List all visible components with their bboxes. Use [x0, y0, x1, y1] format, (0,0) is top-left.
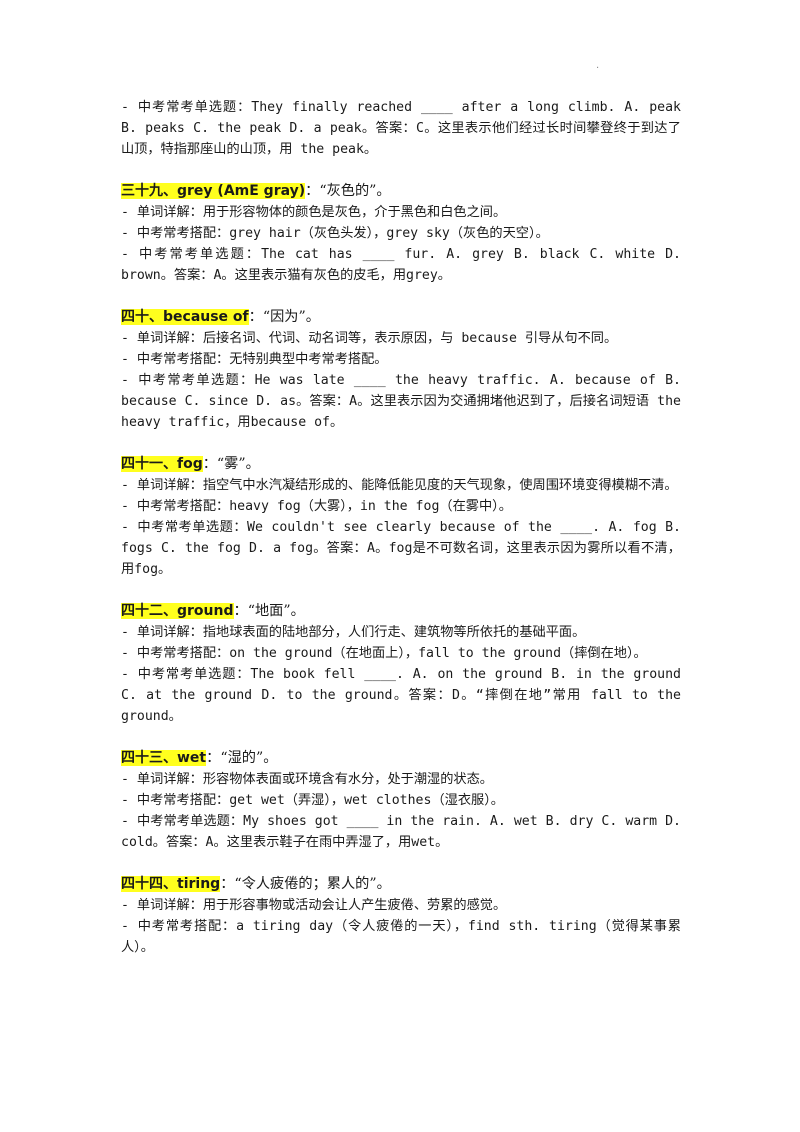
question-line: - 中考常考单选题：The cat has ____ fur. A. grey …	[121, 247, 681, 283]
question-line: - 中考常考单选题：They finally reached ____ afte…	[121, 100, 681, 157]
entry-heading: 四十三、wet	[121, 750, 207, 766]
entry-gloss: ：“因为”。	[248, 309, 320, 325]
detail-line: - 单词详解：用于形容物体的颜色是灰色，介于黑色和白色之间。	[121, 205, 507, 220]
question-line: - 中考常考单选题：The book fell ____. A. on the …	[121, 667, 681, 724]
entry-gloss: ：“令人疲倦的；累人的”。	[220, 876, 391, 892]
collocation-line: - 中考常考搭配：on the ground（在地面上），fall to the…	[121, 646, 647, 661]
vocab-entry: 四十三、wet：“湿的”。 - 单词详解：形容物体表面或环境含有水分，处于潮湿的…	[121, 748, 681, 853]
entry-heading: 四十二、ground	[121, 603, 234, 619]
detail-line: - 单词详解：指空气中水汽凝结形成的、能降低能见度的天气现象，使周围环境变得模糊…	[121, 478, 678, 493]
collocation-line: - 中考常考搭配：get wet（弄湿），wet clothes（湿衣服）。	[121, 793, 504, 808]
page-mark: .	[596, 60, 600, 71]
detail-line: - 单词详解：用于形容事物或活动会让人产生疲倦、劳累的感觉。	[121, 898, 507, 913]
vocab-entry: 四十、because of：“因为”。 - 单词详解：后接名词、代词、动名词等，…	[121, 307, 681, 433]
entry-gloss: ：“灰色的”。	[305, 183, 391, 199]
vocab-entry: 三十九、grey (AmE gray)：“灰色的”。 - 单词详解：用于形容物体…	[121, 181, 681, 286]
entry-heading: 三十九、grey (AmE gray)	[121, 183, 306, 199]
entry-heading: 四十一、fog	[121, 456, 203, 472]
entry-gloss: ：“雾”。	[202, 456, 260, 472]
question-line: - 中考常考单选题：He was late ____ the heavy tra…	[121, 373, 681, 430]
question-line: - 中考常考单选题：We couldn't see clearly becaus…	[121, 520, 681, 577]
vocab-entry: 四十四、tiring：“令人疲倦的；累人的”。 - 单词详解：用于形容事物或活动…	[121, 874, 681, 958]
detail-line: - 单词详解：形容物体表面或环境含有水分，处于潮湿的状态。	[121, 772, 493, 787]
entry-heading: 四十、because of	[121, 309, 249, 325]
entry-gloss: ：“湿的”。	[206, 750, 278, 766]
collocation-line: - 中考常考搭配：a tiring day（令人疲倦的一天），find sth.…	[121, 919, 681, 955]
collocation-line: - 中考常考搭配：无特别典型中考常考搭配。	[121, 352, 388, 367]
document-body: - 中考常考单选题：They finally reached ____ afte…	[121, 97, 681, 958]
detail-line: - 单词详解：指地球表面的陆地部分，人们行走、建筑物等所依托的基础平面。	[121, 625, 586, 640]
detail-line: - 单词详解：后接名词、代词、动名词等，表示原因，与 because 引导从句不…	[121, 331, 618, 346]
collocation-line: - 中考常考搭配：grey hair（灰色头发），grey sky（灰色的天空）…	[121, 226, 549, 241]
question-line: - 中考常考单选题：My shoes got ____ in the rain.…	[121, 814, 681, 850]
vocab-entry: 四十一、fog：“雾”。 - 单词详解：指空气中水汽凝结形成的、能降低能见度的天…	[121, 454, 681, 580]
vocab-entry: 四十二、ground：“地面”。 - 单词详解：指地球表面的陆地部分，人们行走、…	[121, 601, 681, 727]
entry-gloss: ：“地面”。	[233, 603, 305, 619]
collocation-line: - 中考常考搭配：heavy fog（大雾），in the fog（在雾中）。	[121, 499, 512, 514]
entry-heading: 四十四、tiring	[121, 876, 221, 892]
